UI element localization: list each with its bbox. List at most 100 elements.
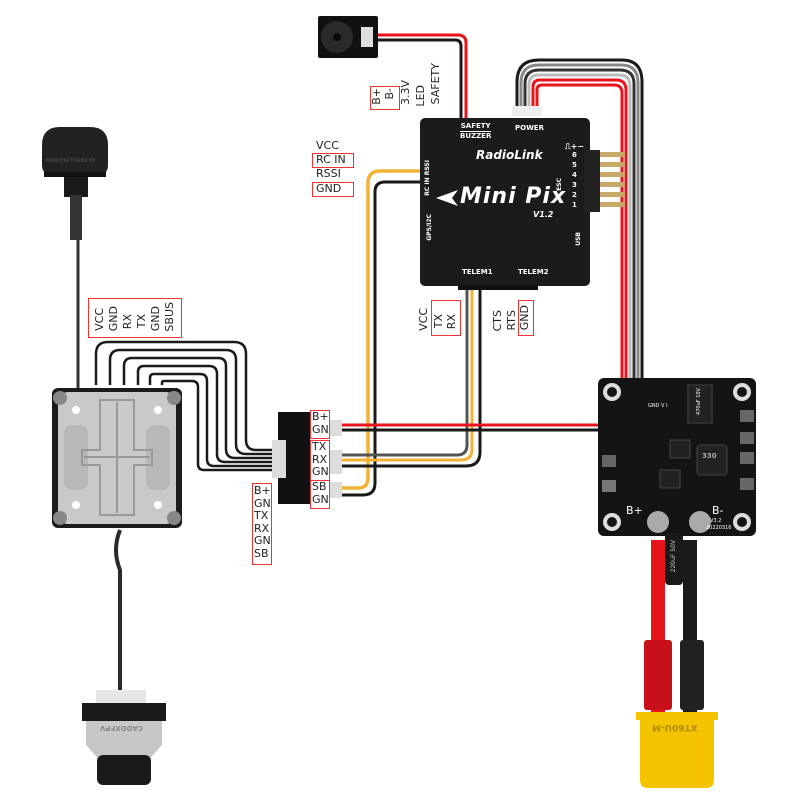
fc-port-power: POWER	[515, 124, 544, 132]
rcin-label-rcin: RC IN	[316, 153, 346, 166]
safety-label-3v3: 3.3V	[399, 80, 412, 106]
vtx-ribbon	[94, 340, 278, 472]
fc-esc-channels: 6 5 4 3 2 1	[572, 150, 577, 210]
fc-port-esc: ESC	[556, 178, 563, 191]
rcin-label-vcc: VCC	[316, 139, 339, 152]
adapter-output-label: SB	[312, 480, 327, 493]
vtx-label: GND	[149, 306, 162, 332]
fc-buzzer-label: BUZZER	[460, 132, 492, 140]
pm-version: V3.2	[710, 518, 722, 524]
fc-esc-pin-legend: ⎍+−	[565, 142, 585, 151]
wires	[76, 33, 697, 720]
adapter-input-label: SB	[254, 546, 269, 560]
flight-controller	[420, 106, 625, 290]
fc-port-telem2: TELEM2	[518, 268, 549, 276]
buzzer-label-highlight	[370, 86, 400, 110]
adapter-output-labels-sbus: SB GN	[312, 481, 329, 506]
fc-rcin-label: RC IN	[424, 177, 431, 196]
telem-label-rx: RX	[445, 314, 458, 330]
buzzer-wire-red	[372, 33, 468, 118]
telem-txrx-highlight	[431, 300, 461, 336]
power-cable-red-2	[535, 83, 624, 380]
pm-inductor-label: 330	[702, 452, 717, 460]
capacitor	[665, 533, 683, 585]
fc-port-rcin-rssi: RC IN RSSI	[424, 160, 431, 196]
safety-label-safety: SAFETY	[429, 63, 442, 105]
power-cable-gray	[523, 68, 636, 380]
telem-label-cts: CTS	[491, 310, 504, 332]
adapter-output-label: RX	[312, 452, 328, 466]
adapter-output-label: GN	[312, 465, 329, 478]
fc-rssi-label: RSSI	[424, 160, 431, 176]
vtx-label: RX	[121, 314, 134, 330]
adapter-output-label: B+	[312, 410, 329, 423]
power-cable-red	[531, 78, 628, 380]
adapter-input-label: GN	[254, 534, 271, 547]
vtx-label: TX	[135, 314, 148, 329]
esc-channel: 6	[572, 151, 577, 159]
fc-port-gps-i2c: GPS/I2C	[426, 214, 433, 241]
rcin-wire-yellow	[342, 169, 420, 490]
camera-cable	[114, 529, 122, 695]
arrow-icon	[436, 190, 458, 206]
adapter-input-label: TX	[254, 509, 269, 522]
buzzer-module	[318, 16, 378, 58]
rcin-label-gnd: GND	[316, 182, 342, 195]
adapter-output-label: TX	[312, 440, 327, 453]
adapter-board	[272, 412, 342, 504]
fc-port-usb: USB	[575, 232, 582, 246]
power-module	[598, 378, 756, 536]
gnd-highlight	[312, 182, 354, 197]
xt60-label: XT60U-M	[652, 722, 698, 732]
fc-safety-label: SAFETY	[460, 122, 492, 132]
fc-version: V1.2	[533, 210, 554, 219]
adapter-output-labels-power: B+ GN	[312, 411, 329, 436]
power-cable-white-1	[519, 63, 640, 380]
buzzer-wire-black	[372, 38, 463, 118]
antenna-text: MANUFACTURED BY	[46, 158, 96, 164]
adapter-output-label: GN	[312, 492, 329, 506]
adapter-output-label: GN	[312, 422, 329, 436]
telem-label-tx: TX	[432, 314, 445, 329]
pm-minus-label: B-	[712, 504, 724, 517]
safety-label-led: LED	[414, 85, 427, 107]
xt60-connector	[636, 640, 718, 788]
rcin-wire-black	[342, 180, 420, 497]
esc-channel: 4	[572, 171, 577, 179]
fc-brand: RadioLink	[476, 148, 543, 162]
telem-gnd-highlight	[518, 300, 534, 336]
camera-text: CADDXFPV	[100, 724, 143, 732]
telem-wire-yellow	[342, 290, 474, 462]
adapter-output-group-power	[310, 410, 330, 439]
capacitor-label: 220uF 50V	[670, 540, 677, 573]
adapter-output-group-sbus	[310, 480, 330, 509]
vtx-label: GND	[107, 306, 120, 332]
pm-wire-red	[342, 418, 608, 427]
buzzer-label-bminus: B-	[383, 88, 396, 100]
telem-label-rts: RTS	[505, 310, 518, 331]
adapter-input-label: GN	[254, 496, 271, 510]
rcin-highlight	[312, 153, 354, 168]
vtx-module	[52, 388, 182, 528]
esc-channel: 5	[572, 161, 577, 169]
fc-port-safety-buzzer: SAFETY BUZZER	[460, 122, 492, 141]
power-cable-white-2	[527, 73, 632, 380]
adapter-input-box	[252, 483, 272, 565]
pm-capacitor-label: 470uF 10V	[696, 388, 702, 415]
adapter-input-labels: B+ GN TX RX GN SB	[254, 485, 271, 560]
antenna	[42, 127, 108, 240]
pm-pin-labels: GND V I	[648, 403, 668, 409]
pm-plus-label: B+	[626, 504, 643, 517]
camera	[82, 690, 166, 785]
pm-date: 20220316	[706, 525, 732, 531]
vtx-label-box	[88, 298, 182, 338]
esc-channel: 2	[572, 191, 577, 199]
telem-wire-gray	[342, 290, 469, 457]
adapter-input-label: RX	[254, 521, 270, 535]
pm-wire-black	[342, 428, 608, 434]
esc-pin-header	[584, 150, 625, 212]
adapter-output-labels-uart: TX RX GN	[312, 441, 329, 479]
power-cable-black-1	[515, 58, 644, 380]
adapter-input-label: B+	[254, 484, 271, 497]
